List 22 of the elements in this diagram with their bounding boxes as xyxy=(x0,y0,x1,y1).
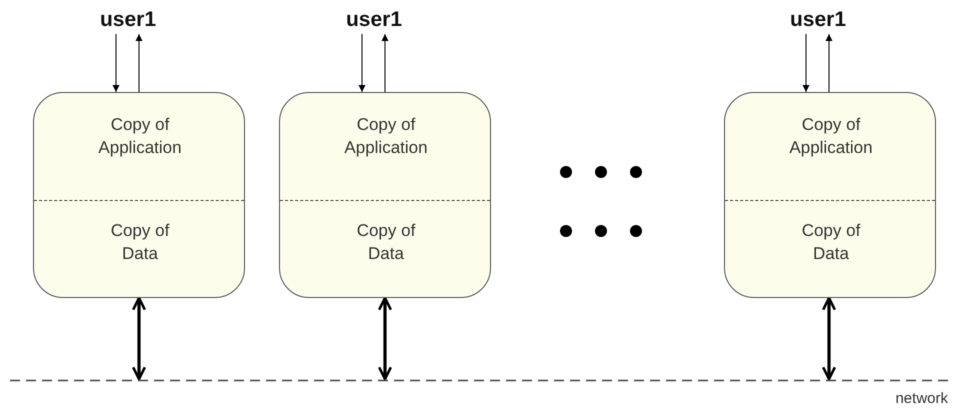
arrow xyxy=(382,34,388,92)
arrow xyxy=(358,34,366,92)
network-label: network xyxy=(895,390,948,407)
arrow xyxy=(826,34,832,92)
arrow xyxy=(802,34,810,92)
data-label: Copy of Data xyxy=(356,220,416,265)
arrow xyxy=(822,296,836,380)
user-label: user1 xyxy=(778,8,858,34)
arrow xyxy=(132,296,146,380)
application-label: Copy of Application xyxy=(343,114,429,159)
process-box xyxy=(33,92,245,298)
process-box xyxy=(724,92,936,298)
data-label: Copy of Data xyxy=(800,220,862,265)
arrow xyxy=(378,296,392,380)
data-label: Copy of Data xyxy=(110,220,170,265)
user-label: user1 xyxy=(334,8,414,34)
application-label: Copy of Application xyxy=(788,114,874,159)
arrow xyxy=(136,34,142,92)
user-label: user1 xyxy=(88,8,168,34)
arrow xyxy=(112,34,120,92)
application-label: Copy of Application xyxy=(97,114,183,159)
process-box xyxy=(279,92,491,298)
